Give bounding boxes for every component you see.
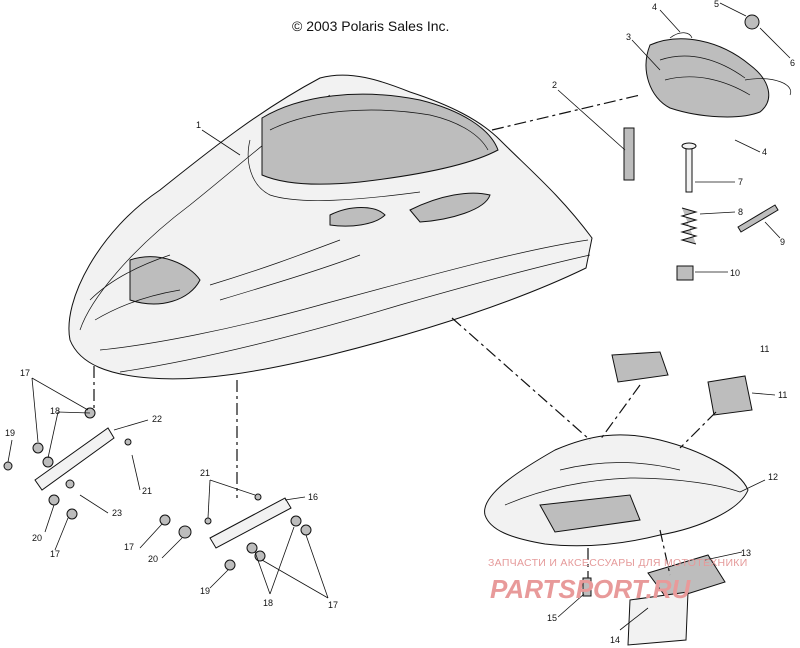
callout-17c: 17 [124, 542, 134, 552]
callout-1: 1 [196, 120, 201, 130]
callout-5: 5 [714, 0, 719, 9]
callout-9: 9 [780, 237, 785, 247]
leader-lines [7, 2, 791, 631]
copyright-notice: © 2003 Polaris Sales Inc. [292, 18, 450, 34]
left-bracket-assembly [3, 407, 132, 520]
reference-lines [93, 94, 717, 578]
callout-15: 15 [547, 613, 557, 623]
callout-18b: 18 [263, 598, 273, 608]
callout-7: 7 [738, 177, 743, 187]
callout-21b: 21 [200, 468, 210, 478]
watermark-logo: PARTSPORT.RU [490, 574, 692, 604]
callout-20a: 20 [32, 533, 42, 543]
callout-19a: 19 [5, 428, 15, 438]
callout-17b: 17 [50, 549, 60, 559]
callout-11b: 11 [778, 390, 787, 400]
headlight-assembly [623, 14, 792, 281]
callout-21a: 21 [142, 486, 152, 496]
hood-assembly [68, 74, 593, 380]
callout-10: 10 [730, 268, 740, 278]
callout-17d: 17 [328, 600, 338, 610]
base-tray-assembly [484, 351, 753, 646]
watermark-tagline: ЗАПЧАСТИ И АКСЕССУАРЫ ДЛЯ МОТОТЕХНИКИ [488, 557, 748, 569]
callout-3: 3 [626, 32, 631, 42]
callout-labels: 1 2 3 4 4 5 6 7 8 9 10 11 11 12 13 14 15… [5, 0, 795, 645]
callout-12: 12 [768, 472, 778, 482]
callout-20b: 20 [148, 554, 158, 564]
callout-11a: 11 [760, 344, 769, 354]
callout-18a: 18 [50, 406, 60, 416]
callout-14: 14 [610, 635, 620, 645]
callout-6: 6 [790, 58, 795, 68]
callout-19b: 19 [200, 586, 210, 596]
callout-4b: 4 [762, 147, 767, 157]
callout-23: 23 [112, 508, 122, 518]
watermark: ЗАПЧАСТИ И АКСЕССУАРЫ ДЛЯ МОТОТЕХНИКИ PA… [488, 557, 748, 604]
callout-17a: 17 [20, 368, 30, 378]
callout-13: 13 [741, 548, 751, 558]
callout-16: 16 [308, 492, 318, 502]
center-bracket-assembly [159, 493, 312, 571]
callout-22: 22 [152, 414, 162, 424]
callout-8: 8 [738, 207, 743, 217]
callout-4a: 4 [652, 2, 657, 12]
callout-2: 2 [552, 80, 557, 90]
